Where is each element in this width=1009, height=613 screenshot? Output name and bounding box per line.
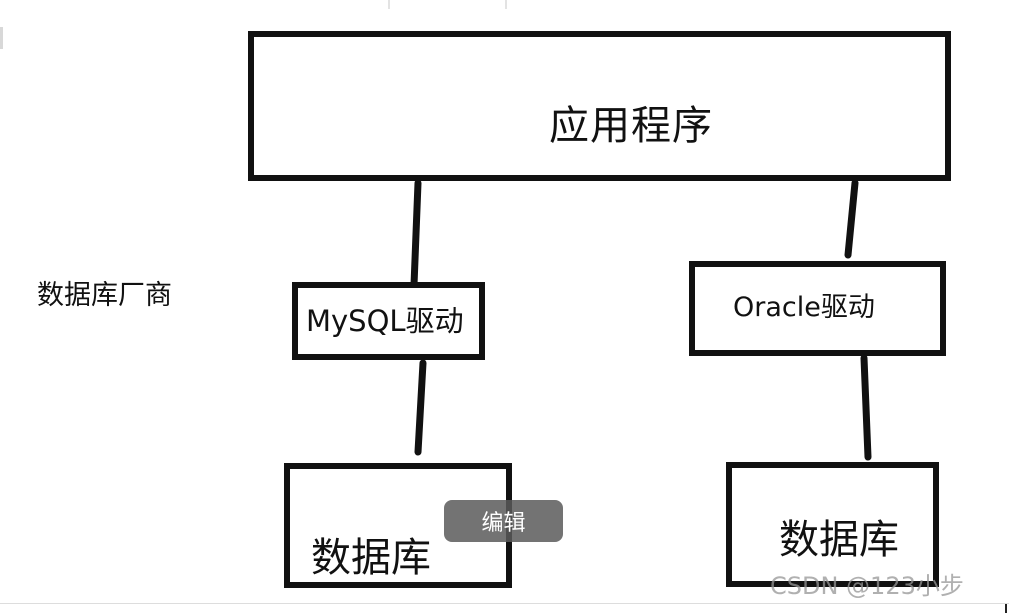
edge-mark bbox=[388, 0, 390, 9]
mysql-driver-box bbox=[292, 282, 485, 360]
edge-mysql-db bbox=[414, 359, 427, 456]
watermark: CSDN @123小步 bbox=[770, 572, 964, 600]
edge-mark bbox=[505, 0, 507, 9]
oracle-driver-box bbox=[689, 261, 946, 356]
edge-mark bbox=[0, 27, 3, 49]
edge-oracle-db bbox=[860, 354, 872, 461]
bottom-divider bbox=[0, 603, 1009, 604]
corner-mark bbox=[1005, 604, 1007, 613]
app-label: 应用程序 bbox=[549, 103, 713, 149]
edge-app-mysql bbox=[410, 179, 422, 289]
edge-app-oracle bbox=[844, 179, 859, 259]
db-right-label: 数据库 bbox=[779, 517, 899, 563]
vendor-side-label: 数据库厂商 bbox=[37, 280, 172, 311]
oracle-driver-label: Oracle驱动 bbox=[733, 292, 875, 323]
mysql-driver-label: MySQL驱动 bbox=[306, 304, 464, 338]
db-right-box bbox=[726, 462, 939, 587]
app-box bbox=[248, 31, 951, 181]
db-left-label: 数据库 bbox=[311, 535, 431, 581]
edit-button[interactable]: 编辑 bbox=[444, 500, 563, 542]
